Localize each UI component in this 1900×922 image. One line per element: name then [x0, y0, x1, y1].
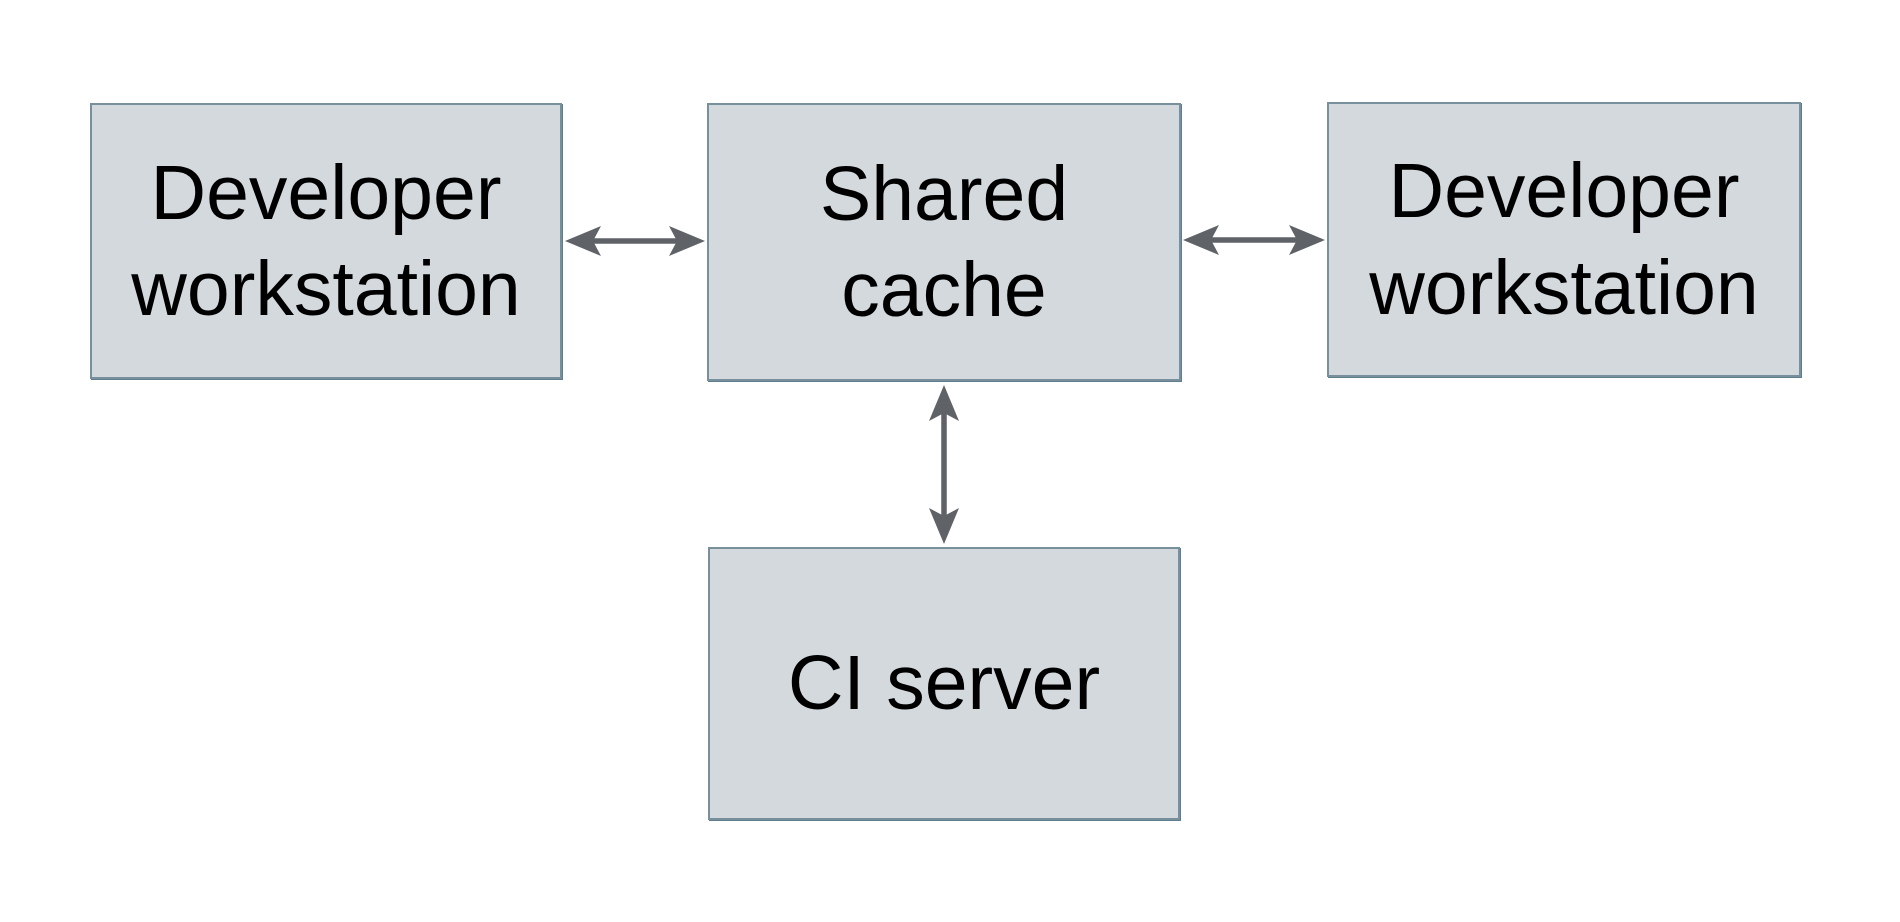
arrow-head-left [1183, 225, 1219, 255]
edge-sharedcache-devright-bidirectional-arrow [1183, 225, 1325, 255]
node-label: CI server [787, 640, 1101, 727]
node-label: Developer workstation [131, 149, 521, 332]
edge-devleft-sharedcache-bidirectional-arrow [565, 226, 705, 256]
arrow-head-right [669, 226, 705, 256]
arrow-head-bottom [929, 508, 959, 544]
node-developer-workstation-right: Developer workstation [1327, 102, 1801, 377]
node-label: Shared cache [819, 150, 1069, 333]
node-developer-workstation-left: Developer workstation [90, 103, 562, 379]
arrow-head-right [1289, 225, 1325, 255]
arrow-head-left [565, 226, 601, 256]
node-ci-server: CI server [708, 547, 1180, 820]
arrow-head-top [929, 385, 959, 421]
node-shared-cache: Shared cache [707, 103, 1181, 381]
edge-sharedcache-ciserver-bidirectional-arrow [929, 385, 959, 544]
node-label: Developer workstation [1369, 148, 1759, 331]
